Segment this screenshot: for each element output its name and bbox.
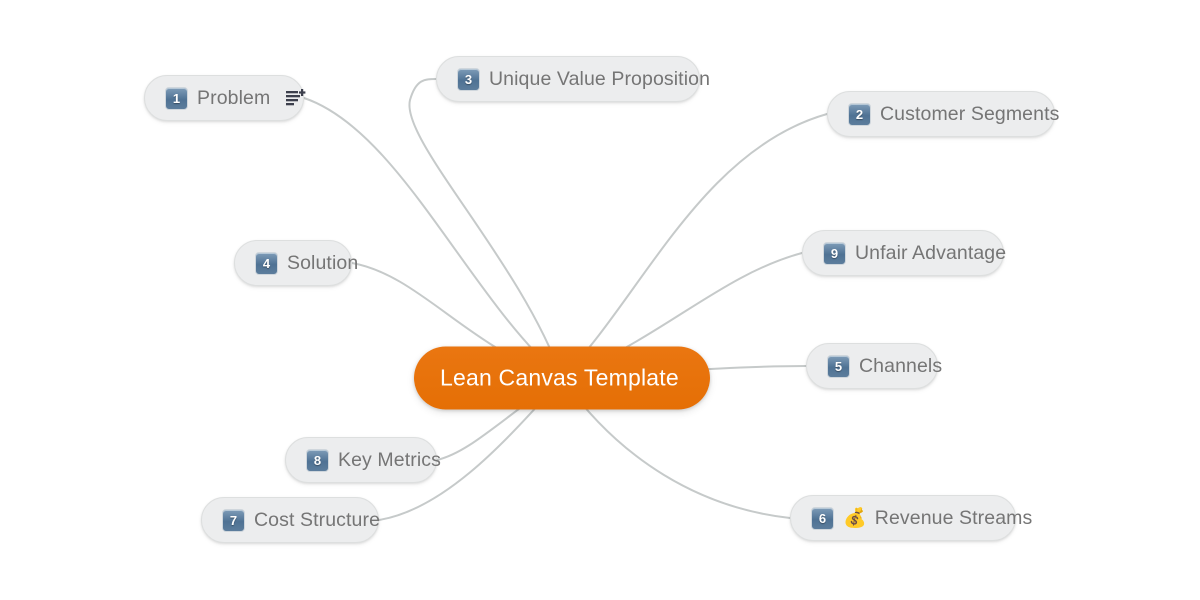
node-channels[interactable]: 5 Channels: [806, 343, 942, 389]
node-unique-value-proposition[interactable]: 3 Unique Value Proposition: [436, 56, 710, 102]
node-label: Revenue Streams: [874, 506, 1033, 529]
node-number-badge: 8: [306, 448, 329, 472]
node-revenue-streams[interactable]: 6 💰 Revenue Streams: [790, 495, 1032, 541]
node-label: Unique Value Proposition: [489, 67, 711, 90]
node-number-badge: 3: [457, 67, 480, 91]
node-number-badge: 6: [811, 506, 834, 530]
node-number-badge: 5: [827, 354, 850, 378]
node-label: Key Metrics: [338, 448, 441, 471]
node-label: Solution: [287, 251, 359, 274]
node-label: Channels: [859, 354, 943, 377]
node-label: Cost Structure: [254, 508, 381, 531]
node-number-badge: 9: [823, 241, 846, 265]
node-label: Unfair Advantage: [855, 241, 1007, 264]
node-number-badge: 4: [255, 251, 278, 275]
edge-uvp: [408, 78, 563, 379]
node-label: Customer Segments: [880, 102, 1060, 125]
node-label: Problem: [197, 86, 271, 109]
root-node[interactable]: Lean Canvas Template: [414, 346, 710, 410]
node-number-badge: 7: [222, 508, 245, 532]
edge-customer: [561, 113, 828, 379]
note-add-icon[interactable]: [286, 89, 306, 107]
root-node-label: Lean Canvas Template: [440, 364, 679, 391]
node-key-metrics[interactable]: 8 Key Metrics: [285, 437, 441, 483]
node-cost-structure[interactable]: 7 Cost Structure: [201, 497, 381, 543]
node-customer-segments[interactable]: 2 Customer Segments: [827, 91, 1059, 137]
node-number-badge: 1: [165, 86, 188, 110]
node-unfair-advantage[interactable]: 9 Unfair Advantage: [802, 230, 1007, 276]
node-solution[interactable]: 4 Solution: [234, 240, 358, 286]
edge-problem: [303, 97, 563, 379]
money-bag-icon: 💰: [843, 507, 867, 529]
node-number-badge: 2: [848, 102, 871, 126]
node-problem[interactable]: 1 Problem: [144, 75, 306, 121]
